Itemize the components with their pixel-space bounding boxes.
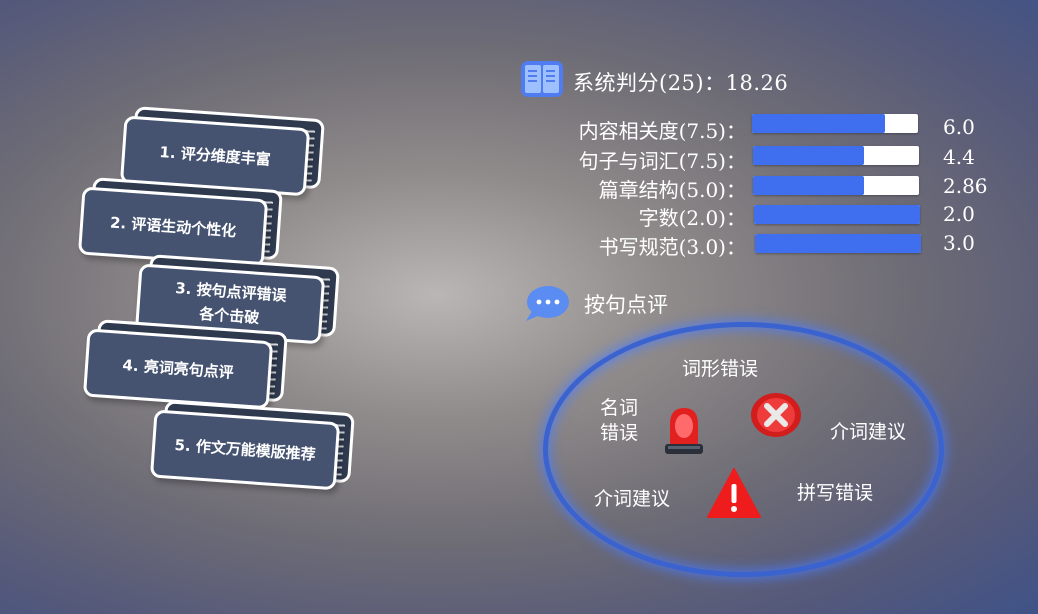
metric-bar-fill [753,176,865,195]
metric-bar [755,234,921,253]
metric-bar [752,114,918,133]
metric-label: 书写规范(3.0)： [598,235,746,259]
error-x-icon [750,392,802,438]
metric-label: 篇章结构(5.0)： [598,178,746,202]
preposition-suggestion-label: 介词建议 [594,488,671,510]
metric-label: 内容相关度(7.5)： [578,119,746,143]
book-icon [520,60,564,98]
feature-label: 4. 亮词亮句点评 [82,328,274,410]
feature-label-line2: 各个击破 [198,304,260,327]
metric-label: 字数(2.0)： [638,206,746,230]
warning-triangle-icon [706,466,762,520]
preposition-suggestion-label: 介词建议 [830,421,907,443]
spelling-error-label: 拼写错误 [797,482,874,504]
metric-bar-fill [755,234,921,253]
metric-label: 句子与词汇(7.5)： [578,149,746,173]
metric-bar-fill [752,114,885,133]
metric-bar [754,205,920,224]
metric-bar [753,146,919,165]
metric-value: 6.0 [943,115,975,139]
metric-bar [753,176,919,195]
score-title: 系统判分(25)：18.26 [573,71,789,95]
metric-value: 4.4 [943,145,975,169]
noun-error-line1: 名词 [600,397,639,419]
metric-bar-fill [753,146,865,165]
metric-value: 2.0 [943,202,975,226]
feature-block-5: 5. 作文万能模版推荐 [149,400,355,492]
error-ring [543,322,944,577]
noun-error-line2: 错误 [600,422,639,444]
metric-value: 3.0 [943,231,975,255]
noun-error-label: 名词 错误 [600,396,638,446]
feature-label: 5. 作文万能模版推荐 [149,409,341,491]
chat-bubble-icon [522,283,570,323]
metric-value: 2.86 [943,174,988,198]
siren-icon [662,404,706,458]
metric-bar-fill [754,205,920,224]
word-form-error-label: 词形错误 [682,358,759,380]
comment-title: 按句点评 [584,293,668,317]
feature-block-4: 4. 亮词亮句点评 [82,319,288,411]
